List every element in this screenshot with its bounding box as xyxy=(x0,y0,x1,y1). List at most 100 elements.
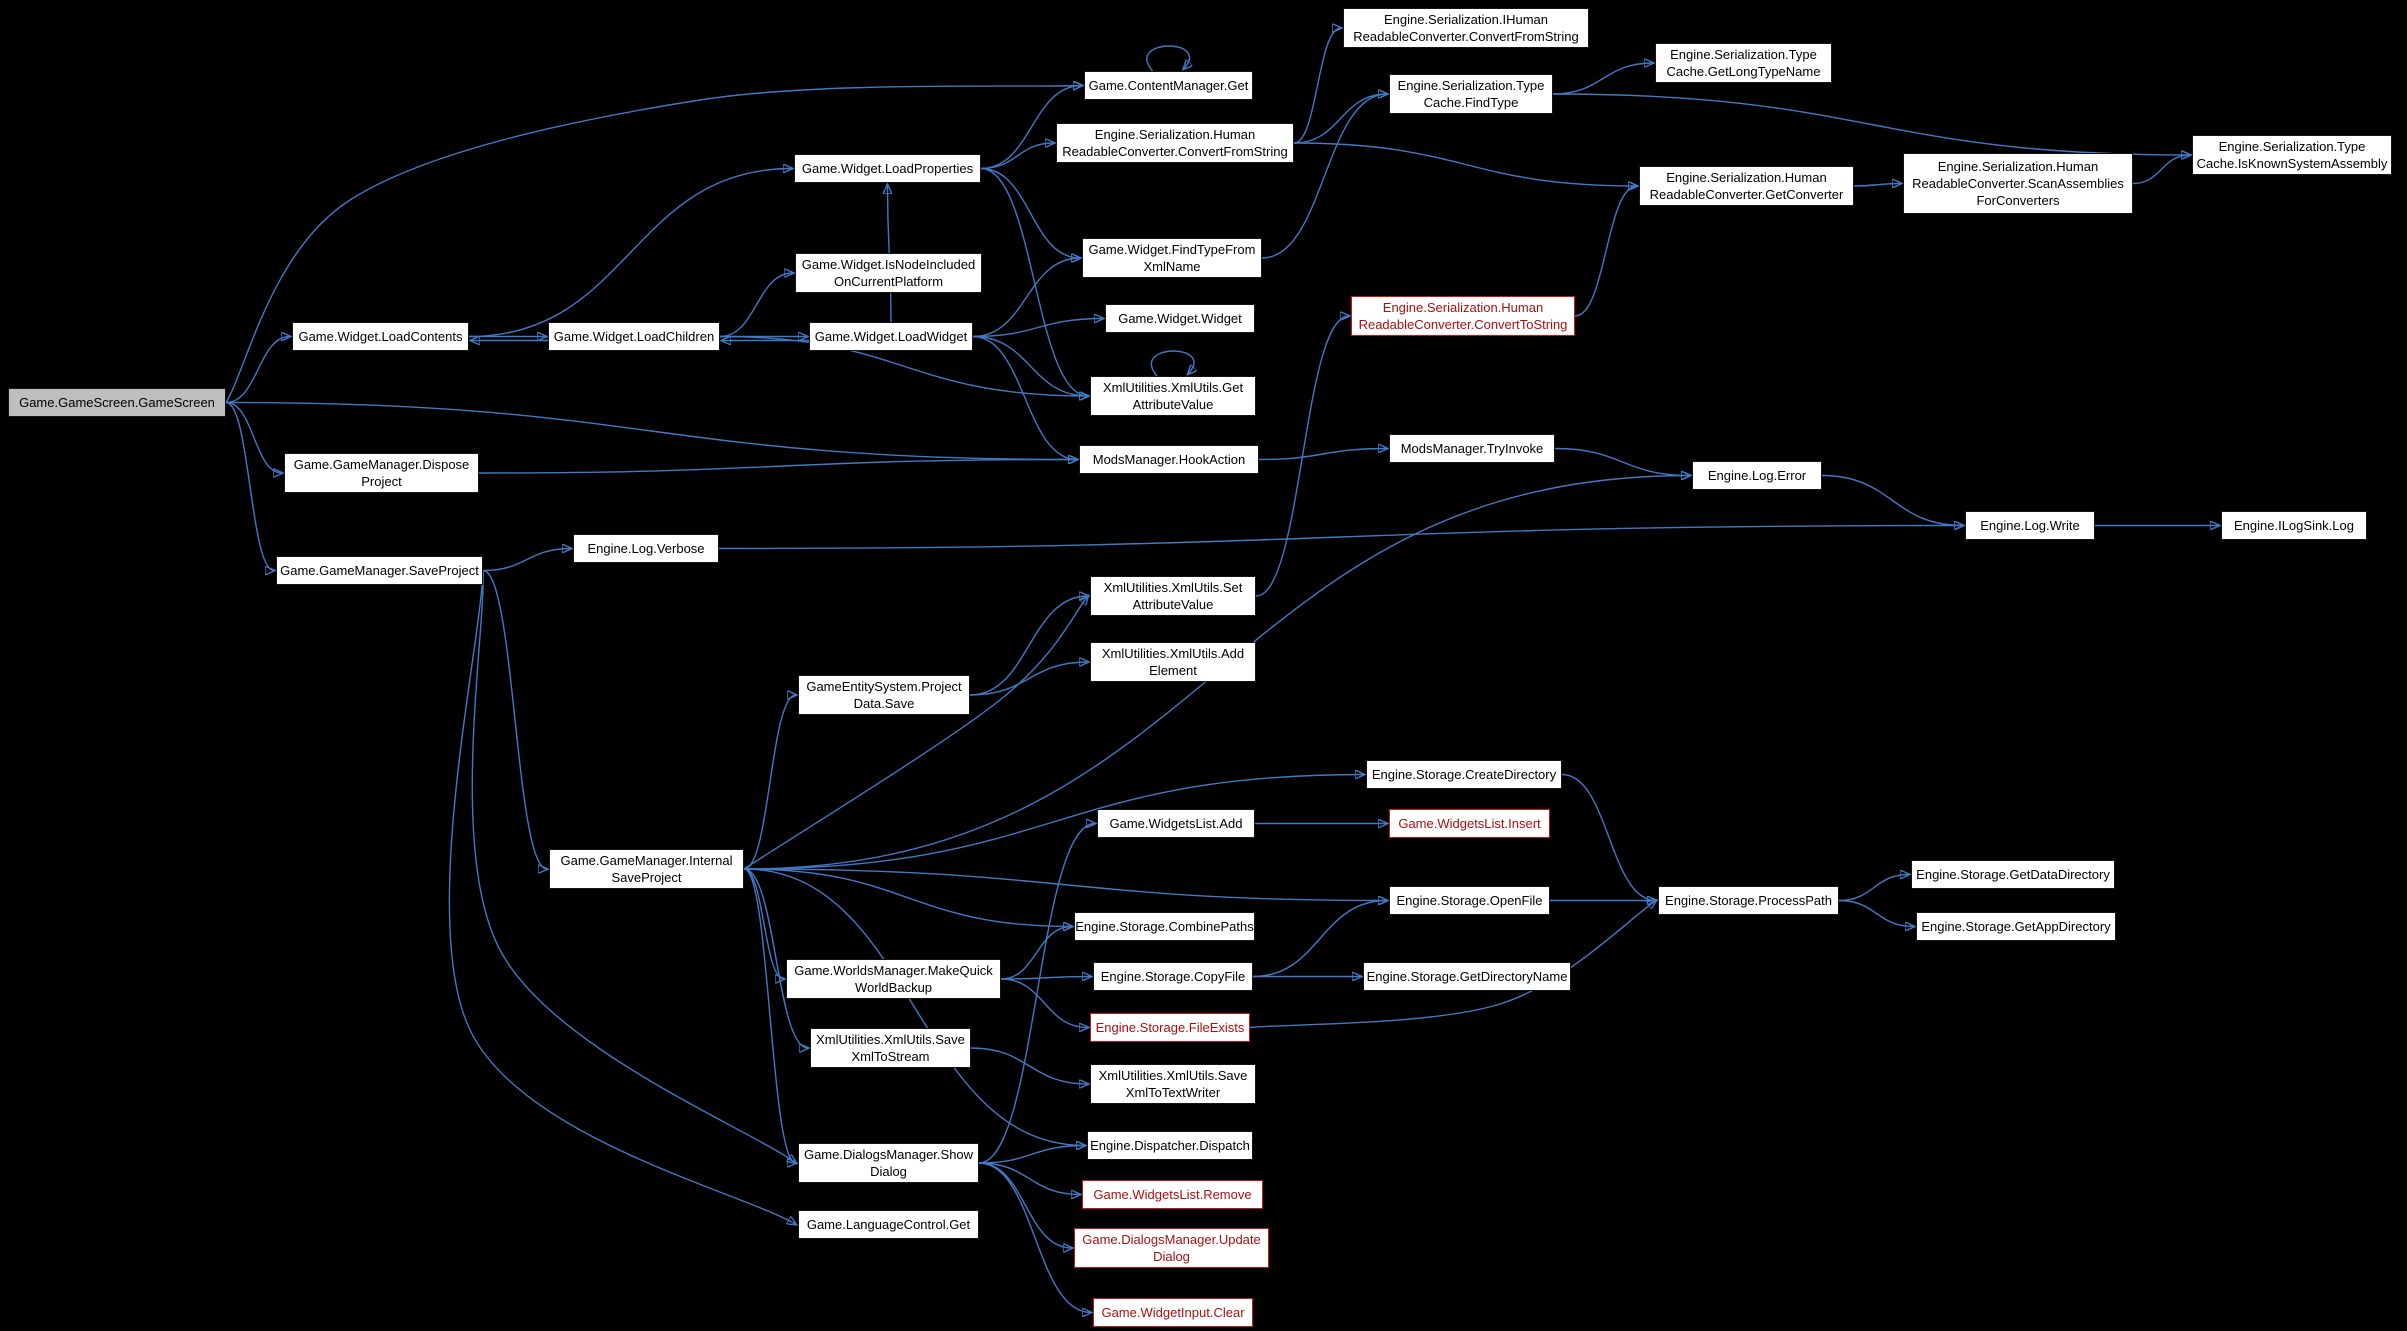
edge-make-quick-world-backup--copy-file xyxy=(1000,977,1091,980)
node-gamescreen[interactable]: Game.GameScreen.GameScreen xyxy=(8,388,226,417)
node-content-get[interactable]: Game.ContentManager.Get xyxy=(1084,71,1253,100)
node-tc-isknownsystemassembly[interactable]: Engine.Serialization.Type Cache.IsKnownS… xyxy=(2192,135,2392,175)
edge-log-error--log-write xyxy=(1821,474,1963,526)
edge-load-widget--get-attribute-value xyxy=(972,335,1088,397)
node-add-element[interactable]: XmlUtilities.XmlUtils.Add Element xyxy=(1090,642,1256,682)
node-get-directory-name[interactable]: Engine.Storage.GetDirectoryName xyxy=(1363,962,1571,991)
node-create-directory[interactable]: Engine.Storage.CreateDirectory xyxy=(1366,760,1562,789)
edge-gamescreen--hook-action xyxy=(225,401,1077,460)
edge-load-widget--hook-action xyxy=(972,335,1077,460)
edge-project-data-save--set-attribute-value xyxy=(969,596,1088,696)
edge-save-project--language-get xyxy=(448,570,796,1225)
node-internal-save-project[interactable]: Game.GameManager.Internal SaveProject xyxy=(549,849,744,889)
edge-save-project--internal-save-project xyxy=(482,569,547,870)
node-tc-getlongtypename[interactable]: Engine.Serialization.Type Cache.GetLongT… xyxy=(1655,43,1832,83)
node-combine-paths[interactable]: Engine.Storage.CombinePaths xyxy=(1074,912,1255,941)
node-try-invoke[interactable]: ModsManager.TryInvoke xyxy=(1389,434,1555,463)
node-load-contents[interactable]: Game.Widget.LoadContents xyxy=(292,322,469,351)
edge-internal-save-project--save-xml-to-stream xyxy=(743,868,808,1048)
node-get-attribute-value[interactable]: XmlUtilities.XmlUtils.Get AttributeValue xyxy=(1090,376,1256,416)
node-ihrc-convertfromstring[interactable]: Engine.Serialization.IHuman ReadableConv… xyxy=(1343,8,1589,48)
edge-log-verbose--log-write xyxy=(718,526,1963,550)
edge-make-quick-world-backup--combine-paths xyxy=(1000,927,1072,980)
edge-copy-file--open-file xyxy=(1252,901,1387,978)
node-hook-action[interactable]: ModsManager.HookAction xyxy=(1079,445,1259,474)
edge-internal-save-project--project-data-save xyxy=(743,695,796,870)
edge-load-children--is-node-included xyxy=(719,273,793,338)
node-get-app-directory[interactable]: Engine.Storage.GetAppDirectory xyxy=(1916,912,2116,941)
node-widgets-add[interactable]: Game.WidgetsList.Add xyxy=(1097,809,1255,838)
node-get-data-directory[interactable]: Engine.Storage.GetDataDirectory xyxy=(1911,860,2115,889)
node-file-exists[interactable]: Engine.Storage.FileExists xyxy=(1090,1013,1250,1042)
node-show-dialog[interactable]: Game.DialogsManager.Show Dialog xyxy=(798,1143,979,1183)
edge-hrc-convertfromstring--hrc-getconverter xyxy=(1293,142,1637,186)
edge-load-properties--find-type-from-xmlname xyxy=(980,167,1080,259)
node-hrc-converttostring[interactable]: Engine.Serialization.Human ReadableConve… xyxy=(1351,296,1575,336)
node-hrc-convertfromstring[interactable]: Engine.Serialization.Human ReadableConve… xyxy=(1056,123,1294,163)
node-process-path[interactable]: Engine.Storage.ProcessPath xyxy=(1658,886,1839,915)
edge-internal-save-project--set-attribute-value xyxy=(743,596,1088,870)
edge-tc-findtype--tc-getlongtypename xyxy=(1552,63,1653,95)
node-save-xml-to-text-writer[interactable]: XmlUtilities.XmlUtils.Save XmlToTextWrit… xyxy=(1090,1064,1256,1104)
edge-project-data-save--add-element xyxy=(969,662,1088,696)
edge-create-directory--process-path xyxy=(1561,773,1656,901)
node-load-children[interactable]: Game.Widget.LoadChildren xyxy=(548,322,720,351)
edge-make-quick-world-backup--file-exists xyxy=(1000,978,1088,1028)
edge-dispose-project--hook-action xyxy=(478,460,1077,474)
edge-process-path--get-app-directory xyxy=(1838,899,1914,927)
node-copy-file[interactable]: Engine.Storage.CopyFile xyxy=(1093,962,1253,991)
edge-content-get--content-get xyxy=(1146,45,1190,72)
edge-save-project--log-verbose xyxy=(482,549,571,572)
node-log-write[interactable]: Engine.Log.Write xyxy=(1965,511,2095,540)
node-open-file[interactable]: Engine.Storage.OpenFile xyxy=(1389,886,1550,915)
node-dispatcher-dispatch[interactable]: Engine.Dispatcher.Dispatch xyxy=(1087,1131,1253,1160)
node-log-verbose[interactable]: Engine.Log.Verbose xyxy=(573,534,719,563)
node-load-properties[interactable]: Game.Widget.LoadProperties xyxy=(794,154,981,183)
edge-hrc-convertfromstring--tc-findtype xyxy=(1293,94,1387,144)
edge-try-invoke--log-error xyxy=(1554,447,1690,476)
edge-load-widget--find-type-from-xmlname xyxy=(972,258,1080,338)
edge-save-project--show-dialog xyxy=(471,570,796,1164)
node-hrc-scanassemblies[interactable]: Engine.Serialization.Human ReadableConve… xyxy=(1903,153,2133,214)
edge-load-contents--load-properties xyxy=(468,169,792,338)
edge-internal-save-project--show-dialog xyxy=(743,868,796,1163)
edge-load-widget--widget-ctor xyxy=(972,319,1103,338)
node-log-error[interactable]: Engine.Log.Error xyxy=(1692,461,1822,490)
edge-save-xml-to-stream--save-xml-to-text-writer xyxy=(970,1047,1088,1084)
node-widgets-insert[interactable]: Game.WidgetsList.Insert xyxy=(1389,809,1550,838)
edge-hrc-converttostring--hrc-getconverter xyxy=(1574,186,1637,317)
edge-gamescreen--load-contents xyxy=(225,337,290,404)
edge-hook-action--try-invoke xyxy=(1258,449,1387,461)
edge-load-properties--get-attribute-value xyxy=(980,167,1088,397)
node-set-attribute-value[interactable]: XmlUtilities.XmlUtils.Set AttributeValue xyxy=(1090,576,1256,616)
edge-show-dialog--widgets-remove xyxy=(978,1162,1080,1195)
node-update-dialog[interactable]: Game.DialogsManager.Update Dialog xyxy=(1074,1228,1269,1268)
edge-find-type-from-xmlname--tc-findtype xyxy=(1261,94,1387,259)
node-widgets-remove[interactable]: Game.WidgetsList.Remove xyxy=(1082,1180,1263,1209)
node-load-widget[interactable]: Game.Widget.LoadWidget xyxy=(809,322,973,351)
node-tc-findtype[interactable]: Engine.Serialization.Type Cache.FindType xyxy=(1389,74,1553,114)
node-save-project[interactable]: Game.GameManager.SaveProject xyxy=(276,556,483,585)
edge-gamescreen--content-get xyxy=(225,86,1082,403)
edge-hrc-convertfromstring--ihrc-convertfromstring xyxy=(1293,28,1341,144)
edge-internal-save-project--dispatcher-dispatch xyxy=(743,868,1085,1146)
node-make-quick-world-backup[interactable]: Game.WorldsManager.MakeQuick WorldBackup xyxy=(786,959,1001,999)
node-project-data-save[interactable]: GameEntitySystem.Project Data.Save xyxy=(798,675,970,715)
node-save-xml-to-stream[interactable]: XmlUtilities.XmlUtils.Save XmlToStream xyxy=(810,1028,971,1068)
edge-internal-save-project--create-directory xyxy=(743,775,1364,870)
node-is-node-included[interactable]: Game.Widget.IsNodeIncluded OnCurrentPlat… xyxy=(795,253,982,293)
node-ilogsink-log[interactable]: Engine.ILogSink.Log xyxy=(2221,511,2367,540)
node-hrc-getconverter[interactable]: Engine.Serialization.Human ReadableConve… xyxy=(1639,166,1854,206)
edge-hrc-getconverter--hrc-scanassemblies xyxy=(1853,184,1901,187)
node-widget-input-clear[interactable]: Game.WidgetInput.Clear xyxy=(1093,1298,1253,1327)
node-widget-ctor[interactable]: Game.Widget.Widget xyxy=(1105,304,1255,333)
edge-internal-save-project--open-file xyxy=(743,868,1387,901)
node-language-get[interactable]: Game.LanguageControl.Get xyxy=(798,1210,979,1239)
edge-show-dialog--dispatcher-dispatch xyxy=(978,1146,1085,1164)
node-find-type-from-xmlname[interactable]: Game.Widget.FindTypeFrom XmlName xyxy=(1082,238,1262,278)
edge-process-path--get-data-directory xyxy=(1838,875,1909,902)
edge-show-dialog--widget-input-clear xyxy=(978,1162,1091,1313)
edge-internal-save-project--make-quick-world-backup xyxy=(743,868,784,979)
node-dispose-project[interactable]: Game.GameManager.Dispose Project xyxy=(284,453,479,493)
